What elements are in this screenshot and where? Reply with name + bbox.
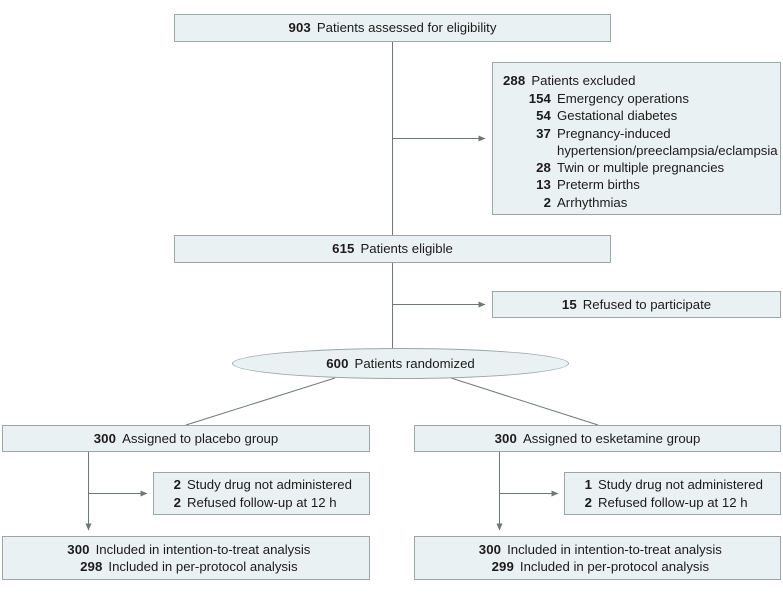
excluded-reason-item: 54 Gestational diabetes	[525, 107, 780, 125]
loss-count: 2	[584, 494, 592, 510]
box-esketamine-losses: 1 Study drug not administered 2 Refused …	[564, 472, 781, 515]
analysis-count: 300	[478, 541, 502, 557]
loss-label: Study drug not administered	[598, 477, 763, 492]
loss-count: 2	[173, 477, 181, 492]
analysis-count: 299	[491, 559, 514, 574]
assessed-label: Patients assessed for eligibility	[316, 20, 497, 36]
analysis-item: 300 Included in intention-to-treat analy…	[473, 541, 722, 559]
eligible-line: 615 Patients eligible	[332, 240, 453, 258]
assigned-line: 300 Assigned to placebo group	[94, 430, 278, 448]
box-patients-eligible: 615 Patients eligible	[174, 235, 611, 263]
reason-label: Gestational diabetes	[557, 108, 678, 123]
excluded-reason-item: 154 Emergency operations	[525, 90, 780, 108]
loss-label: Study drug not administered	[187, 477, 352, 492]
assessed-line: 903 Patients assessed for eligibility	[289, 19, 497, 37]
box-placebo-analysis: 300 Included in intention-to-treat analy…	[2, 536, 370, 580]
loss-label: Refused follow-up at 12 h	[187, 494, 337, 510]
box-esketamine-analysis: 300 Included in intention-to-treat analy…	[414, 536, 781, 580]
reason-label: Pregnancy-induced hypertension/preeclamp…	[557, 125, 778, 158]
reason-count: 13	[536, 177, 551, 192]
assigned-count: 300	[494, 430, 517, 446]
analysis-item: 298 Included in per-protocol analysis	[74, 558, 297, 576]
analysis-item: 299 Included in per-protocol analysis	[486, 558, 709, 576]
reason-count: 54	[536, 108, 551, 123]
assigned-line: 300 Assigned to esketamine group	[495, 430, 701, 448]
randomized-label: Patients randomized	[354, 355, 475, 371]
assessed-count: 903	[288, 20, 311, 36]
reason-count: 37	[536, 125, 551, 141]
box-refused-to-participate: 15 Refused to participate	[492, 291, 781, 318]
connector-split-left	[185, 377, 336, 426]
excluded-reason-item: 28 Twin or multiple pregnancies	[525, 159, 780, 177]
loss-item: 1 Study drug not administered	[582, 476, 780, 494]
assigned-label: Assigned to esketamine group	[522, 430, 701, 446]
reason-count: 28	[536, 159, 551, 175]
excluded-count: 288	[503, 73, 526, 88]
analysis-item: 300 Included in intention-to-treat analy…	[62, 541, 311, 559]
refused-count: 15	[561, 296, 577, 312]
box-placebo-losses: 2 Study drug not administered 2 Refused …	[153, 472, 370, 515]
ellipse-patients-randomized: 600 Patients randomized	[232, 348, 569, 379]
excluded-reason-item: 2 Arrhythmias	[525, 194, 780, 212]
box-assigned-placebo-group: 300 Assigned to placebo group	[2, 425, 370, 452]
analysis-count: 298	[80, 559, 103, 574]
reason-count: 154	[528, 90, 551, 106]
analysis-count: 300	[67, 541, 90, 557]
assigned-count: 300	[93, 430, 117, 446]
eligible-count: 615	[332, 241, 355, 257]
loss-label: Refused follow-up at 12 h	[598, 494, 748, 510]
excluded-reason-list: 154 Emergency operations 54 Gestational …	[525, 90, 780, 212]
loss-count: 2	[173, 494, 181, 510]
randomized-count: 600	[326, 355, 349, 371]
analysis-label: Included in per-protocol analysis	[108, 559, 298, 574]
randomized-line: 600 Patients randomized	[326, 355, 475, 373]
reason-label: Preterm births	[557, 177, 640, 192]
excluded-reason-item: 37 Pregnancy-induced hypertension/preecl…	[525, 125, 780, 159]
loss-item: 2 Study drug not administered	[171, 476, 369, 494]
excluded-label: Patients excluded	[531, 73, 636, 88]
reason-label: Arrhythmias	[557, 194, 628, 210]
assigned-label: Assigned to placebo group	[122, 430, 279, 446]
loss-item: 2 Refused follow-up at 12 h	[582, 494, 780, 512]
box-patients-excluded: 288 Patients excluded 154 Emergency oper…	[492, 62, 781, 215]
loss-item: 2 Refused follow-up at 12 h	[171, 494, 369, 512]
loss-count: 1	[584, 477, 592, 492]
eligible-label: Patients eligible	[360, 241, 453, 257]
excluded-header: 288 Patients excluded	[503, 72, 780, 90]
analysis-label: Included in intention-to-treat analysis	[95, 541, 311, 557]
refused-line: 15 Refused to participate	[562, 296, 711, 314]
analysis-label: Included in intention-to-treat analysis	[507, 541, 722, 557]
reason-label: Emergency operations	[557, 90, 689, 106]
reason-label: Twin or multiple pregnancies	[557, 159, 725, 175]
box-assessed-for-eligibility: 903 Patients assessed for eligibility	[174, 14, 611, 42]
refused-label: Refused to participate	[582, 296, 712, 312]
analysis-label: Included in per-protocol analysis	[519, 559, 710, 574]
connector-split-right	[450, 377, 599, 426]
excluded-reason-item: 13 Preterm births	[525, 176, 780, 194]
box-assigned-esketamine-group: 300 Assigned to esketamine group	[414, 425, 781, 452]
reason-count: 2	[543, 194, 551, 210]
